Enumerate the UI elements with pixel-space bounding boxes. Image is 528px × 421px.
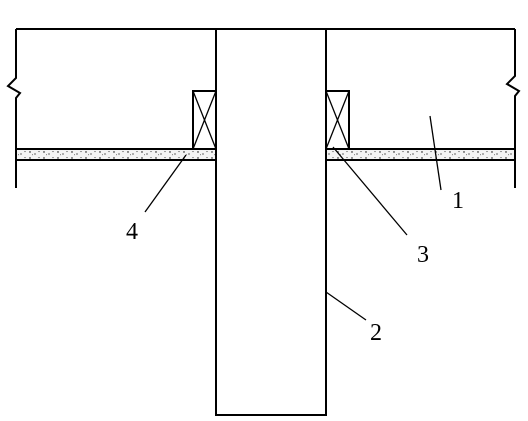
screed-layer-right	[325, 148, 516, 161]
leader-line-2	[325, 291, 367, 321]
column	[215, 28, 327, 416]
screed-layer-left	[15, 148, 217, 161]
block-right	[325, 90, 350, 150]
leader-line-4	[144, 154, 187, 213]
slab-left-break-line	[6, 29, 22, 188]
label-slab: 1	[452, 188, 464, 214]
label-screed: 4	[126, 219, 138, 245]
block-left	[192, 90, 217, 150]
label-block: 3	[417, 242, 429, 268]
leader-line-3	[332, 146, 408, 236]
slab-right-break-line	[505, 29, 521, 188]
leader-line-1	[429, 115, 442, 191]
label-column: 2	[370, 320, 382, 346]
